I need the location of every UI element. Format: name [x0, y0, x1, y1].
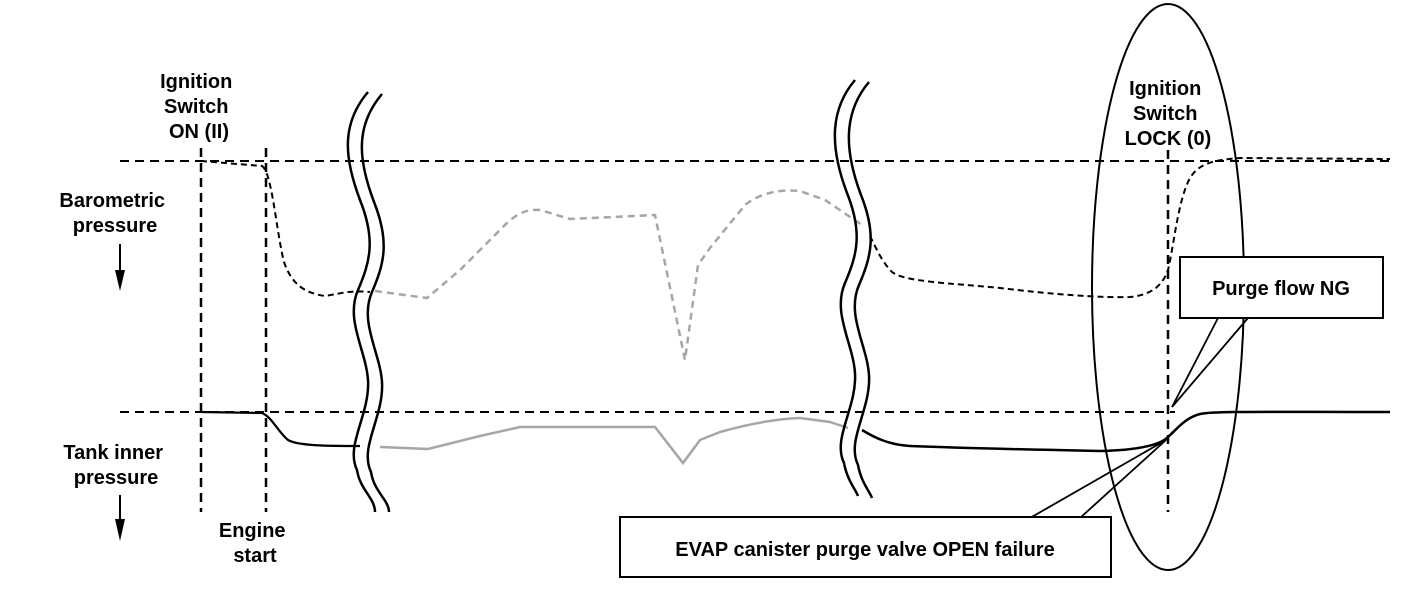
tank-inner-pressure-label: Tank inner pressure [63, 442, 168, 489]
baro-trace-end [869, 156, 1391, 299]
tank-line-1: Tank inner [63, 442, 163, 464]
baro-trace-middle-faded [374, 189, 863, 361]
tank-line-2: pressure [74, 467, 159, 489]
ignition-lock-line-1: Ignition [1129, 78, 1201, 100]
baro-down-arrow [115, 244, 125, 291]
ignition-on-line-3: ON (II) [169, 121, 229, 143]
purge-ng-box [1179, 256, 1384, 319]
tank-trace-start [200, 410, 361, 448]
barometric-line-2: pressure [73, 215, 158, 237]
time-break-left [346, 91, 391, 513]
purge-ng-leader [1171, 317, 1249, 408]
tank-trace-end [861, 410, 1391, 453]
evap-failure-box [619, 516, 1112, 578]
tank-down-arrow [115, 495, 125, 541]
time-break-right [833, 79, 874, 499]
purge-flow-ng-text: Purge flow NG [1212, 278, 1350, 300]
ignition-lock-label: Ignition Switch LOCK (0) [1125, 78, 1212, 150]
ignition-on-label: Ignition Switch ON (II) [160, 71, 238, 143]
ignition-on-line-2: Switch [164, 96, 228, 118]
tank-trace-middle-faded [379, 416, 849, 466]
evap-failure-leader [1029, 439, 1167, 519]
ignition-lock-line-2: Switch [1133, 103, 1197, 125]
engine-start-line-1: Engine [219, 520, 286, 542]
evap-failure-text: EVAP canister purge valve OPEN failure [675, 539, 1054, 561]
engine-start-line-2: start [233, 545, 277, 567]
ignition-on-line-1: Ignition [160, 71, 232, 93]
baro-trace-start [200, 160, 371, 298]
engine-start-label: Engine start [219, 520, 291, 567]
barometric-line-1: Barometric [59, 190, 165, 212]
ignition-lock-line-3: LOCK (0) [1125, 128, 1212, 150]
barometric-pressure-label: Barometric pressure [59, 190, 170, 237]
